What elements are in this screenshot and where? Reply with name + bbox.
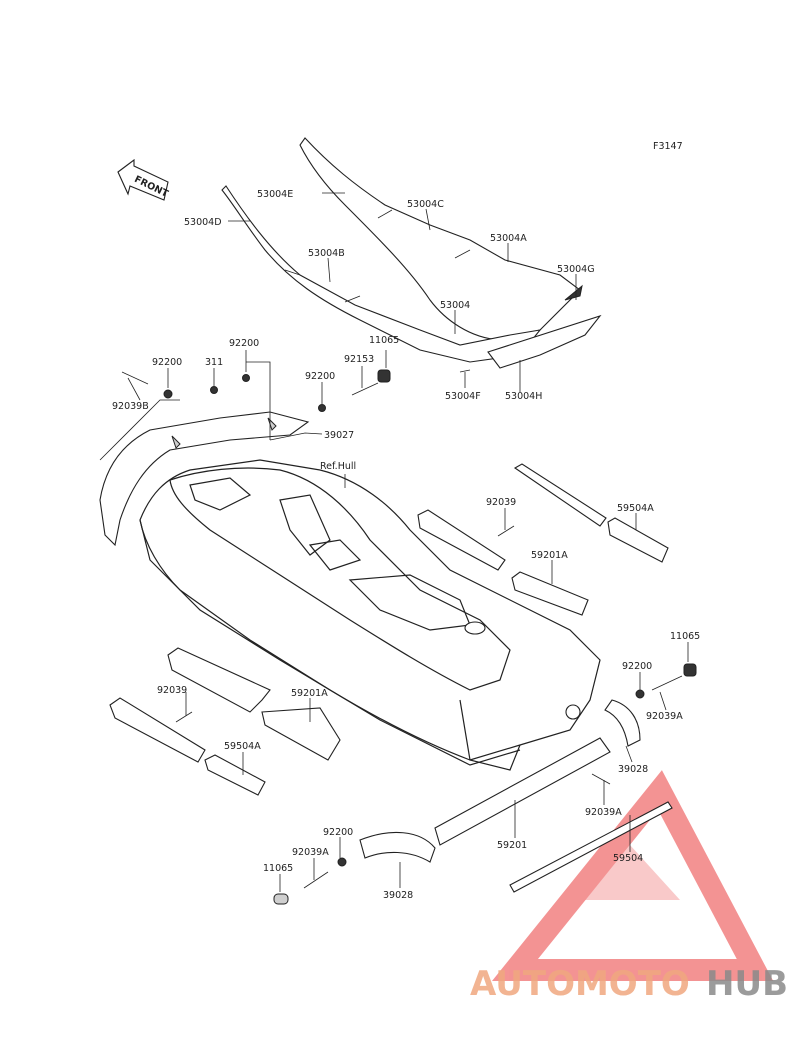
callout-label: 92153 [344, 354, 374, 365]
callout-label: 92200 [622, 661, 652, 672]
callout-label: 39028 [383, 890, 413, 901]
leader-lines [99, 192, 689, 892]
callout-label: 11065 [263, 863, 293, 874]
callout-label: 59201 [497, 840, 527, 851]
callout-label: 92039 [486, 497, 516, 508]
callout-label: 59201A [291, 688, 328, 699]
hull-body [139, 459, 601, 771]
callout-label: 92039A [292, 847, 329, 858]
callout-label: 311 [205, 357, 223, 368]
watermark-text-part1: AUTOMOTO [470, 964, 690, 1004]
callout-label: 92200 [323, 827, 353, 838]
callout-label: 59504A [617, 503, 654, 514]
right-pads [417, 463, 669, 616]
left-pads [109, 647, 341, 796]
callout-label: 59201A [531, 550, 568, 561]
front-arrow-icon: FRONT [117, 158, 170, 201]
callout-labels: F3147 Ref.Hull 53004E 53004C 53004D 5300… [112, 141, 700, 901]
figure-code: F3147 [653, 141, 683, 152]
callout-label: 53004F [445, 391, 481, 402]
callout-label: 53004D [184, 217, 222, 228]
watermark-logo-icon [492, 770, 774, 981]
callout-label: 11065 [369, 335, 399, 346]
callout-label: 92039A [646, 711, 683, 722]
callout-label: 53004E [257, 189, 293, 200]
watermark: AUTOMOTO HUB [470, 964, 788, 1004]
callout-label: 39027 [324, 430, 354, 441]
seat-cover-group [221, 137, 602, 373]
callout-label: 53004 [440, 300, 470, 311]
callout-label: 59504 [613, 853, 643, 864]
callout-label: 53004C [407, 199, 444, 210]
callout-label: 92039B [112, 401, 149, 412]
callout-label: 92200 [229, 338, 259, 349]
callout-label: 39028 [618, 764, 648, 775]
callout-label: 53004B [308, 248, 345, 259]
callout-label: 92039A [585, 807, 622, 818]
callout-label: 92200 [305, 371, 335, 382]
watermark-text-part2: HUB [706, 964, 788, 1004]
callout-label: 92039 [157, 685, 187, 696]
bottom-strips [359, 699, 673, 893]
hull-ref-label: Ref.Hull [320, 461, 356, 472]
callout-label: 53004G [557, 264, 595, 275]
hardware [121, 369, 697, 905]
callout-label: 59504A [224, 741, 261, 752]
callout-label: 53004A [490, 233, 527, 244]
callout-label: 92200 [152, 357, 182, 368]
callout-label: 53004H [505, 391, 542, 402]
callout-label: 11065 [670, 631, 700, 642]
